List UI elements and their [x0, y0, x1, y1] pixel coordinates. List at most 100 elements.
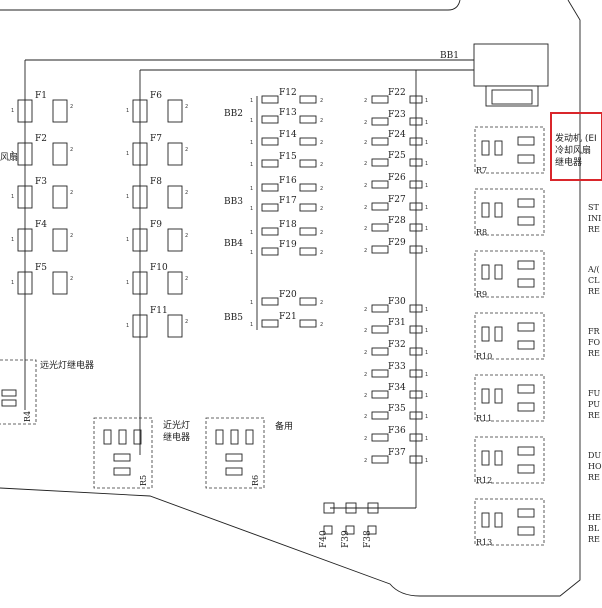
svg-text:1: 1 [425, 248, 428, 254]
right-edge-label: PU [588, 400, 600, 409]
right-edge-label: CL [588, 276, 600, 285]
fuse-label: F33 [388, 362, 406, 372]
fuse-label: F8 [150, 177, 162, 187]
right-edge-label: INI [588, 214, 601, 223]
fuse-label: F28 [388, 216, 406, 226]
right-edge-label: HE [588, 513, 601, 522]
bus-group-label-bb4: BB4 [224, 239, 243, 249]
relay-r10: R10 [474, 312, 545, 361]
svg-text:2: 2 [320, 140, 323, 146]
fuse-label: F31 [388, 318, 406, 328]
right-edge-label: RE [588, 287, 600, 296]
right-edge-label: BL [588, 524, 600, 533]
fuse-f25: 2 1 F25 [364, 151, 428, 167]
fuse-label: F27 [388, 195, 406, 205]
svg-text:1: 1 [250, 300, 253, 306]
svg-text:1: 1 [425, 307, 428, 313]
low-beam-relay-label-line1: 近光灯 [163, 419, 190, 431]
right-edge-label: RE [588, 411, 600, 420]
fuse-label: F19 [279, 240, 297, 250]
fuse-label: F17 [279, 196, 297, 206]
fuse-label: F13 [279, 108, 297, 118]
svg-text:2: 2 [185, 147, 188, 153]
svg-text:1: 1 [11, 237, 14, 243]
svg-text:2: 2 [364, 226, 367, 232]
connector-block [473, 43, 549, 87]
fuse-label: F9 [150, 220, 162, 230]
relay-r4: R4 [0, 359, 37, 425]
svg-text:1: 1 [11, 151, 14, 157]
fuse-label: F18 [279, 220, 297, 230]
svg-text:1: 1 [425, 161, 428, 167]
svg-text:2: 2 [70, 190, 73, 196]
svg-text:1: 1 [425, 226, 428, 232]
svg-text:2: 2 [70, 276, 73, 282]
fuse-label: F2 [35, 134, 47, 144]
fuse-f39: F39 [341, 502, 357, 548]
relay-r6: R6 [205, 417, 265, 489]
svg-text:1: 1 [11, 194, 14, 200]
busbar-label: BB1 [440, 51, 459, 61]
relay-label: R12 [476, 476, 492, 485]
svg-text:2: 2 [320, 186, 323, 192]
svg-text:1: 1 [126, 237, 129, 243]
fuse-f28: 2 1 F28 [364, 216, 428, 232]
svg-text:1: 1 [425, 458, 428, 464]
bus-group-label-bb2: BB2 [224, 109, 243, 119]
relay-label: R13 [476, 538, 492, 547]
svg-text:1: 1 [425, 98, 428, 104]
svg-text:2: 2 [364, 161, 367, 167]
svg-text:2: 2 [70, 104, 73, 110]
svg-text:1: 1 [11, 280, 14, 286]
svg-text:2: 2 [320, 250, 323, 256]
fuse-label: F12 [279, 88, 297, 98]
svg-text:1: 1 [250, 118, 253, 124]
svg-text:2: 2 [364, 458, 367, 464]
svg-text:1: 1 [250, 162, 253, 168]
svg-text:2: 2 [364, 140, 367, 146]
fuse-label: F4 [35, 220, 47, 230]
right-edge-label: RE [588, 535, 600, 544]
svg-text:1: 1 [126, 323, 129, 329]
highlight-box [550, 112, 602, 181]
relay-label: R6 [251, 475, 260, 486]
fuse-f38: F38 [363, 502, 379, 548]
svg-text:2: 2 [364, 98, 367, 104]
svg-text:1: 1 [425, 140, 428, 146]
right-edge-label: HO [588, 462, 602, 471]
relay-label: R7 [476, 166, 487, 175]
fuse-label: F39 [341, 530, 351, 548]
fuse-label: F20 [279, 290, 297, 300]
relay-r9: R9 [474, 250, 545, 299]
svg-text:1: 1 [11, 108, 14, 114]
fuse-label: F25 [388, 151, 406, 161]
right-edge-label: RE [588, 473, 600, 482]
relay-r7: R7 [474, 126, 545, 175]
svg-text:2: 2 [364, 350, 367, 356]
highlight-line-1: 发动机 (EI [555, 132, 597, 144]
relay-label: R10 [476, 352, 492, 361]
right-edge-label: FU [588, 389, 601, 398]
svg-text:1: 1 [425, 183, 428, 189]
relay-r5: R5 [93, 417, 153, 489]
svg-text:2: 2 [185, 276, 188, 282]
fuse-label: F1 [35, 91, 47, 101]
svg-text:2: 2 [70, 147, 73, 153]
fuse-label: F10 [150, 263, 168, 273]
right-edge-label: FO [588, 338, 601, 347]
fuse-label: F23 [388, 110, 406, 120]
